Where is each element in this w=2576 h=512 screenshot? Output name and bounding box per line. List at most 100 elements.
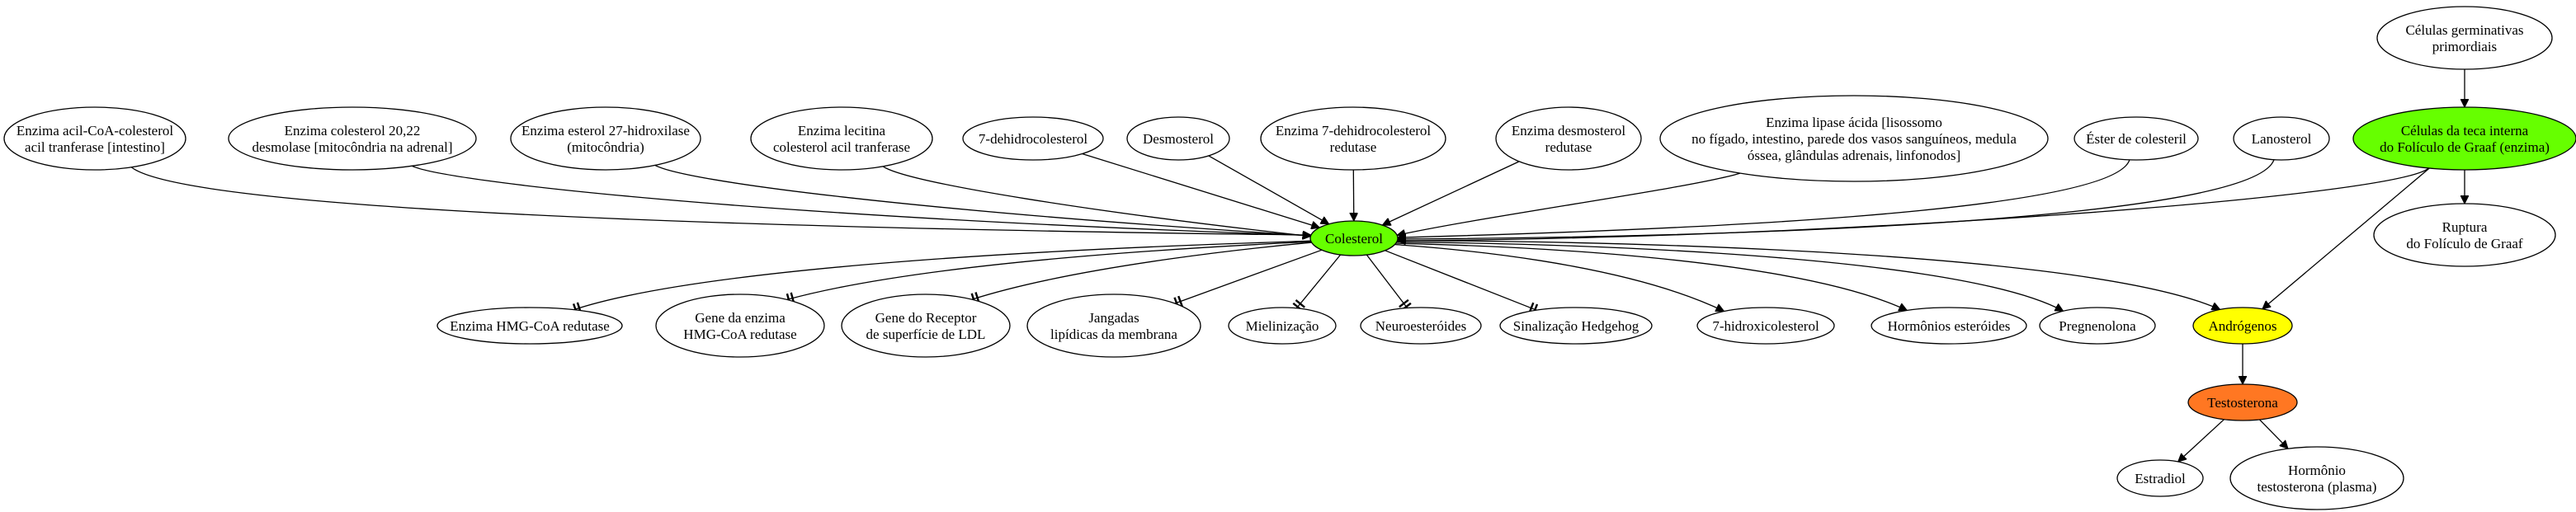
edge-colesterol-to-hmg_gene — [786, 241, 1312, 305]
node-label-line: Gene da enzima — [695, 310, 786, 326]
node-label-line: no fígado, intestino, parede dos vasos s… — [1691, 131, 2017, 147]
node-pregnenolona: Pregnenolona — [2039, 307, 2156, 345]
node-ellipse — [841, 294, 1011, 358]
node-ellipse — [510, 106, 701, 171]
node-label-line: Enzima lipase ácida [lisossomo — [1766, 115, 1942, 130]
node-hidroxi7: 7-hidroxicolesterol — [1696, 307, 1835, 345]
node-label-line: colesterol acil tranferase — [773, 139, 910, 155]
node-label-line: 7-dehidrocolesterol — [979, 131, 1087, 147]
node-ellipse — [1260, 106, 1446, 171]
node-label-line: do Folículo de Graaf (enzima) — [2380, 139, 2550, 155]
node-label-line: Colesterol — [1325, 231, 1383, 247]
node-ellipse — [1228, 307, 1337, 345]
node-label-line: Enzima lecitina — [798, 123, 886, 139]
node-ellipse — [1309, 220, 1399, 256]
node-label-line: (mitocôndria) — [567, 139, 644, 155]
node-ellipse — [1360, 307, 1482, 345]
node-label-line: acil tranferase [intestino] — [25, 139, 165, 155]
node-desmosterol: Desmosterol — [1126, 116, 1230, 161]
node-ellipse — [2373, 203, 2556, 267]
node-label-line: de superfície de LDL — [866, 326, 986, 342]
node-ellipse — [3, 106, 186, 171]
edge-ester-to-colesterol — [1398, 159, 2130, 237]
edge-acil_coa-to-colesterol — [130, 167, 1311, 235]
edge-colesterol-to-hormonios — [1395, 242, 1908, 311]
node-ellipse — [2229, 446, 2404, 510]
node-androgenos: Andrógenos — [2192, 307, 2293, 345]
node-ellipse — [2116, 459, 2204, 497]
edge-desmo_red-to-colesterol — [1382, 161, 1520, 225]
edge-teca-to-androgenos — [2262, 167, 2430, 309]
node-ellipse — [228, 106, 477, 171]
node-estradiol: Estradiol — [2116, 459, 2204, 497]
node-label-line: Enzima acil-CoA-colesterol — [17, 123, 174, 139]
node-ellipse — [1495, 106, 1642, 171]
node-ellipse — [1696, 307, 1835, 345]
node-ellipse — [2187, 383, 2298, 421]
node-label-line: Gene do Receptor — [875, 310, 977, 326]
node-ellipse — [1871, 307, 2027, 345]
node-label-line: Desmosterol — [1143, 131, 1214, 147]
node-label-line: Células da teca interna — [2401, 123, 2529, 139]
edge-colesterol-to-androgenos — [1397, 240, 2220, 310]
node-neuro: Neuroesteróides — [1360, 307, 1482, 345]
node-label-line: desmolase [mitocôndria na adrenal] — [252, 139, 452, 155]
node-ellipse — [1659, 95, 2049, 182]
edge-lipase-to-colesterol — [1397, 172, 1741, 235]
edge-colesterol-to-jangadas — [1173, 249, 1323, 309]
node-hmg-enz: Enzima HMG-CoA redutase — [436, 307, 623, 345]
node-label-line: lipídicas da membrana — [1050, 326, 1177, 342]
edge-colesterol-to-neuro — [1366, 254, 1412, 312]
node-label-line: redutase — [1330, 139, 1377, 155]
node-ellipse — [2233, 116, 2330, 161]
node-ellipse — [2074, 116, 2199, 161]
node-label-line: Andrógenos — [2208, 318, 2276, 334]
node-label-line: redutase — [1545, 139, 1592, 155]
node-label-line: HMG-CoA redutase — [683, 326, 796, 342]
node-label-line: Hormônio — [2288, 463, 2346, 478]
node-label-line: Estradiol — [2135, 471, 2186, 486]
node-ellipse — [2192, 307, 2293, 345]
node-label-line: Jangadas — [1088, 310, 1139, 326]
node-dehidro7: 7-dehidrocolesterol — [962, 116, 1104, 161]
edge-colesterol-to-hedgehog — [1385, 250, 1539, 316]
node-label-line: Neuroesteróides — [1375, 318, 1466, 334]
node-hedgehog: Sinalização Hedgehog — [1499, 307, 1653, 345]
node-mielinizacao: Mielinização — [1228, 307, 1337, 345]
edge-colesterol-to-hidroxi7 — [1394, 243, 1724, 312]
node-label-line: 7-hidroxicolesterol — [1712, 318, 1819, 334]
node-label-line: Enzima 7-dehidrocolesterol — [1276, 123, 1432, 139]
edge-desmosterol-to-colesterol — [1208, 155, 1329, 225]
node-label-line: Éster de colesteril — [2086, 131, 2187, 147]
node-hormonios: Hormônios esteróides — [1871, 307, 2027, 345]
node-esterol27: Enzima esterol 27-hidroxilase(mitocôndri… — [510, 106, 701, 171]
edge-colesterol-to-hmg_enz — [572, 240, 1311, 316]
node-label-line: Sinalização Hedgehog — [1513, 318, 1639, 334]
edges-layer — [130, 69, 2465, 462]
node-label-line: Enzima colesterol 20,22 — [285, 123, 421, 139]
node-label-line: Ruptura — [2442, 219, 2488, 235]
node-ellipse — [655, 294, 825, 358]
node-testosterona: Testosterona — [2187, 383, 2298, 421]
edge-colesterol-to-ldl_gene — [970, 242, 1312, 305]
node-ester: Éster de colesteril — [2074, 116, 2199, 161]
edge-enz7dehidro-to-colesterol — [1353, 169, 1354, 221]
node-ellipse — [2039, 307, 2156, 345]
edge-colesterol-to-mielinizacao — [1292, 254, 1342, 312]
node-label-line: Enzima HMG-CoA redutase — [450, 318, 610, 334]
node-label-line: Pregnenolona — [2059, 318, 2136, 334]
edge-teca-to-colesterol — [1398, 167, 2429, 241]
node-label-line: primordiais — [2432, 39, 2497, 54]
